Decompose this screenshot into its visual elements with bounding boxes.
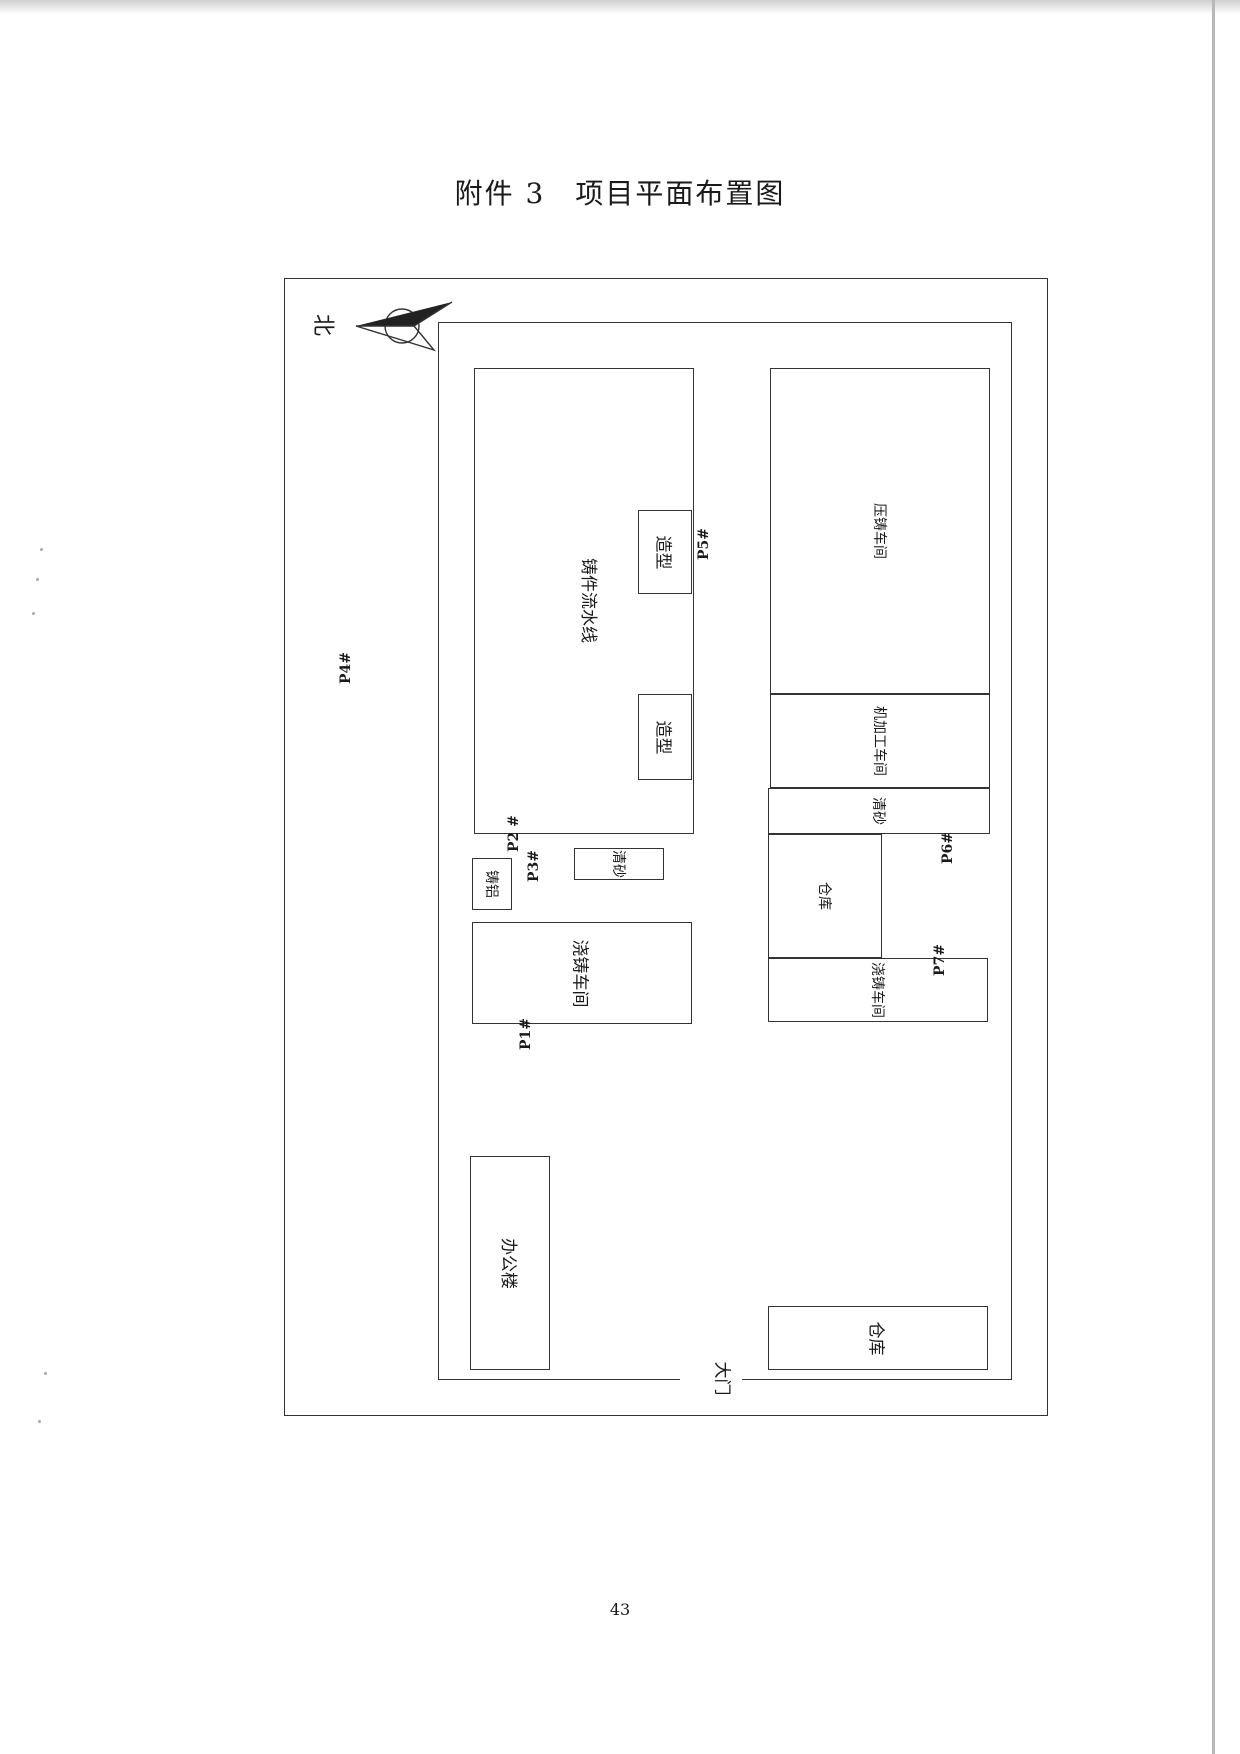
casting-line-building (474, 368, 694, 834)
scan-speck (36, 578, 39, 581)
aluminum-casting-building (472, 858, 512, 910)
pouring-workshop-right-building (768, 958, 988, 1022)
pouring-workshop-left-label: 浇铸车间 (569, 939, 590, 1007)
marker-p7: P7# (932, 944, 948, 976)
page-title: 附件 3 项目平面布置图 (454, 177, 786, 210)
sand-cleaning-right-building (768, 788, 990, 834)
marker-p4: P4# (338, 652, 354, 684)
gate-opening (680, 1374, 742, 1386)
marker-p5: P5# (696, 528, 712, 560)
warehouse-right-label: 仓库 (816, 882, 832, 910)
scan-speck (44, 1372, 47, 1375)
marker-p1: P1# (518, 1018, 534, 1050)
marker-p3: P3# (526, 850, 542, 882)
scan-speck (40, 548, 43, 551)
page-number: 43 (609, 1600, 631, 1619)
scan-speck (38, 1420, 41, 1423)
machining-workshop-label: 机加工车间 (871, 706, 887, 776)
aluminum-casting-label: 铸铝 (483, 870, 499, 898)
sand-cleaning-left-label: 清砂 (610, 850, 626, 878)
pouring-workshop-left-building (472, 922, 692, 1024)
warehouse-bottom-label: 仓库 (865, 1321, 886, 1355)
molding-station-upper (638, 510, 692, 594)
sand-cleaning-right-label: 清砂 (870, 797, 886, 825)
scan-edge-top (0, 0, 1240, 14)
north-label: 北 (309, 313, 335, 337)
scan-edge-right (1212, 0, 1215, 1754)
outer-boundary (284, 278, 1048, 1416)
pouring-workshop-right-label: 浇铸车间 (869, 962, 885, 1018)
warehouse-bottom-building (768, 1306, 988, 1370)
molding-station-lower (638, 694, 692, 780)
press-workshop-building (770, 368, 990, 694)
casting-line-label: 铸件流水线 (577, 557, 598, 643)
molding-upper-label: 造型 (652, 535, 673, 569)
molding-lower-label: 造型 (652, 720, 673, 754)
north-arrow-icon (355, 301, 453, 352)
sand-cleaning-left-building (574, 848, 664, 880)
gate-label: 大门 (711, 1361, 732, 1395)
office-building-label: 办公楼 (497, 1237, 518, 1289)
scan-speck (32, 612, 35, 615)
machining-workshop-building (770, 694, 990, 788)
marker-p6: P6# (940, 832, 956, 864)
press-workshop-label: 压铸车间 (871, 503, 887, 559)
marker-p2: P2 # (506, 815, 522, 852)
office-building (470, 1156, 550, 1370)
warehouse-right-building (768, 834, 882, 958)
